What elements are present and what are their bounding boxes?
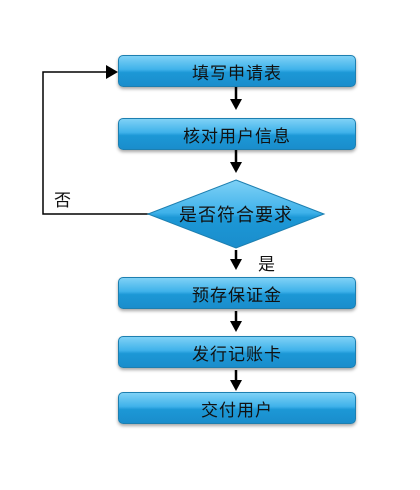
decision-label: 是否符合要求	[179, 205, 293, 226]
step-deliver-to-user: 交付用户	[118, 392, 356, 424]
step-fill-application: 填写申请表	[118, 55, 356, 87]
step-verify-user-info: 核对用户信息	[118, 118, 356, 150]
yes-branch-label: 是	[258, 255, 275, 275]
arrow-step3-to-step4	[230, 311, 242, 332]
no-branch-label: 否	[54, 191, 71, 211]
arrow-step2-to-decision	[230, 150, 242, 173]
decision-diamond	[146, 179, 326, 249]
step-prepay-deposit: 预存保证金	[118, 277, 356, 309]
arrow-step1-to-step2	[230, 87, 242, 110]
loop-back-arrowhead	[106, 65, 118, 79]
arrow-decision-to-step3	[230, 250, 242, 270]
step-issue-card: 发行记账卡	[118, 336, 356, 368]
arrow-step4-to-step5	[230, 370, 242, 391]
loop-back-connector	[42, 71, 150, 215]
